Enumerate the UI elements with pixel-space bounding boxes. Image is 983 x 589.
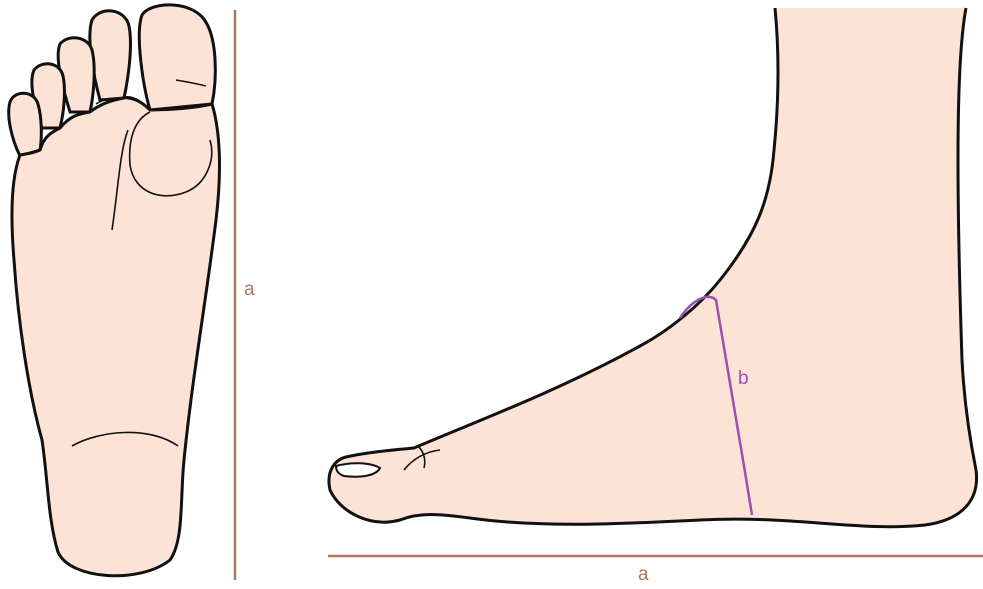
foot-side-body (329, 8, 977, 527)
toenail (336, 463, 380, 477)
sole-body (12, 98, 219, 576)
length-label-vertical: a (244, 279, 255, 300)
girth-label: b (738, 368, 749, 389)
foot-sole-illustration (9, 5, 220, 576)
little-toe (9, 93, 42, 156)
big-toe (139, 5, 215, 110)
second-toe (90, 11, 131, 100)
length-label-horizontal: a (638, 564, 649, 585)
foot-side-illustration (329, 8, 977, 527)
